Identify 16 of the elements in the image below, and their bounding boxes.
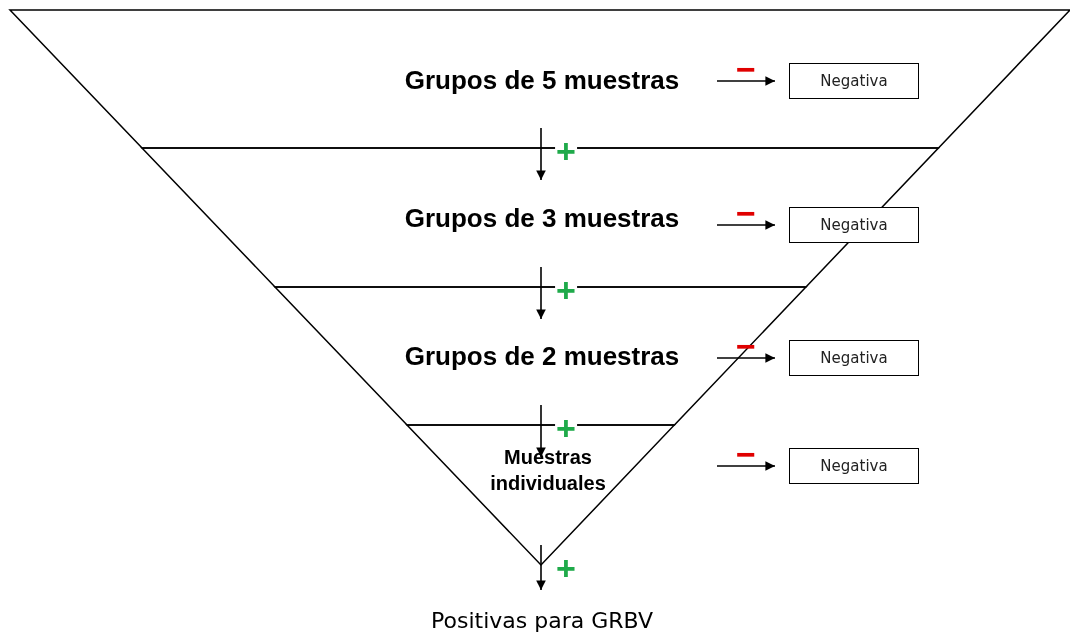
band-label: Grupos de 2 muestras [404,340,680,372]
edge-label: − [735,60,757,78]
arrow [536,544,546,591]
band-label: Muestras individuales [489,445,607,496]
result-box: Negativa [789,448,919,484]
edge-label: − [735,445,757,463]
result-box: Negativa [789,340,919,376]
arrow [716,461,776,471]
arrow [536,266,546,320]
arrow [716,76,776,86]
band-label: Grupos de 5 muestras [404,64,680,96]
arrow [716,220,776,230]
band-label: Grupos de 3 muestras [404,202,680,234]
result-text: Positivas para GRBV [431,607,653,633]
edge-label: − [735,204,757,222]
arrow [536,127,546,181]
